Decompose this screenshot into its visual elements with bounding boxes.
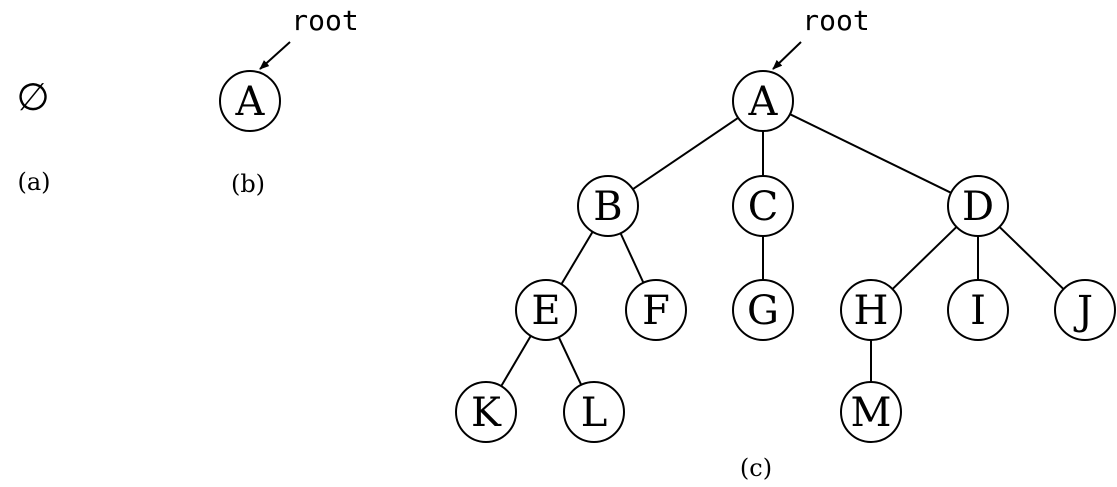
edge-E-K: [500, 335, 532, 387]
edge-D-H: [891, 226, 958, 290]
node-c-L: [563, 381, 625, 443]
node-label-c-D: D: [962, 184, 994, 230]
node-label-c-A: A: [748, 79, 779, 125]
node-c-D: [947, 175, 1009, 237]
node-label-c-I: I: [970, 288, 986, 334]
node-c-E: [515, 279, 577, 341]
edge-D-J: [998, 226, 1065, 290]
node-label-c-B: B: [593, 184, 622, 230]
node-c-K: [455, 381, 517, 443]
edge-B-F: [619, 232, 645, 284]
caption-c: (c): [740, 454, 772, 482]
node-c-F: [625, 279, 687, 341]
node-label-c-E: E: [531, 288, 560, 334]
node-b-A: [219, 70, 281, 132]
empty-set-symbol: ∅: [16, 75, 49, 119]
node-c-B: [577, 175, 639, 237]
root-label-c: root: [802, 4, 869, 37]
caption-b: (b): [231, 170, 265, 198]
node-label-c-J: J: [1073, 288, 1093, 334]
node-c-J: [1054, 279, 1116, 341]
edge-E-L: [557, 336, 583, 386]
node-c-C: [732, 175, 794, 237]
node-label-c-C: C: [748, 184, 779, 230]
node-label-c-G: G: [747, 288, 779, 334]
node-label-c-F: F: [642, 288, 670, 334]
node-c-H: [840, 279, 902, 341]
node-c-I: [947, 279, 1009, 341]
node-c-M: [840, 381, 902, 443]
edge-A-B: [632, 116, 739, 191]
node-label-c-M: M: [851, 390, 892, 436]
caption-a: (a): [17, 168, 50, 196]
tree-edges: [500, 113, 1065, 387]
node-c-A: [732, 70, 794, 132]
edge-A-D: [789, 113, 952, 194]
tree-nodes: A B C D E F G H I J K L M: [455, 70, 1116, 443]
node-label-b-A: A: [235, 79, 266, 125]
root-pointer-c: [772, 41, 802, 70]
panel-b: root A (b): [219, 4, 359, 198]
node-label-c-L: L: [581, 390, 608, 436]
node-label-c-H: H: [854, 288, 889, 334]
root-pointer-b: [259, 41, 291, 70]
root-label-b: root: [291, 4, 358, 37]
panel-c: root A B C D E F G H I J K L M (c): [455, 4, 1116, 482]
panel-a: ∅ (a): [16, 75, 50, 196]
edge-B-E: [560, 231, 594, 285]
node-c-G: [732, 279, 794, 341]
node-label-c-K: K: [471, 390, 502, 436]
